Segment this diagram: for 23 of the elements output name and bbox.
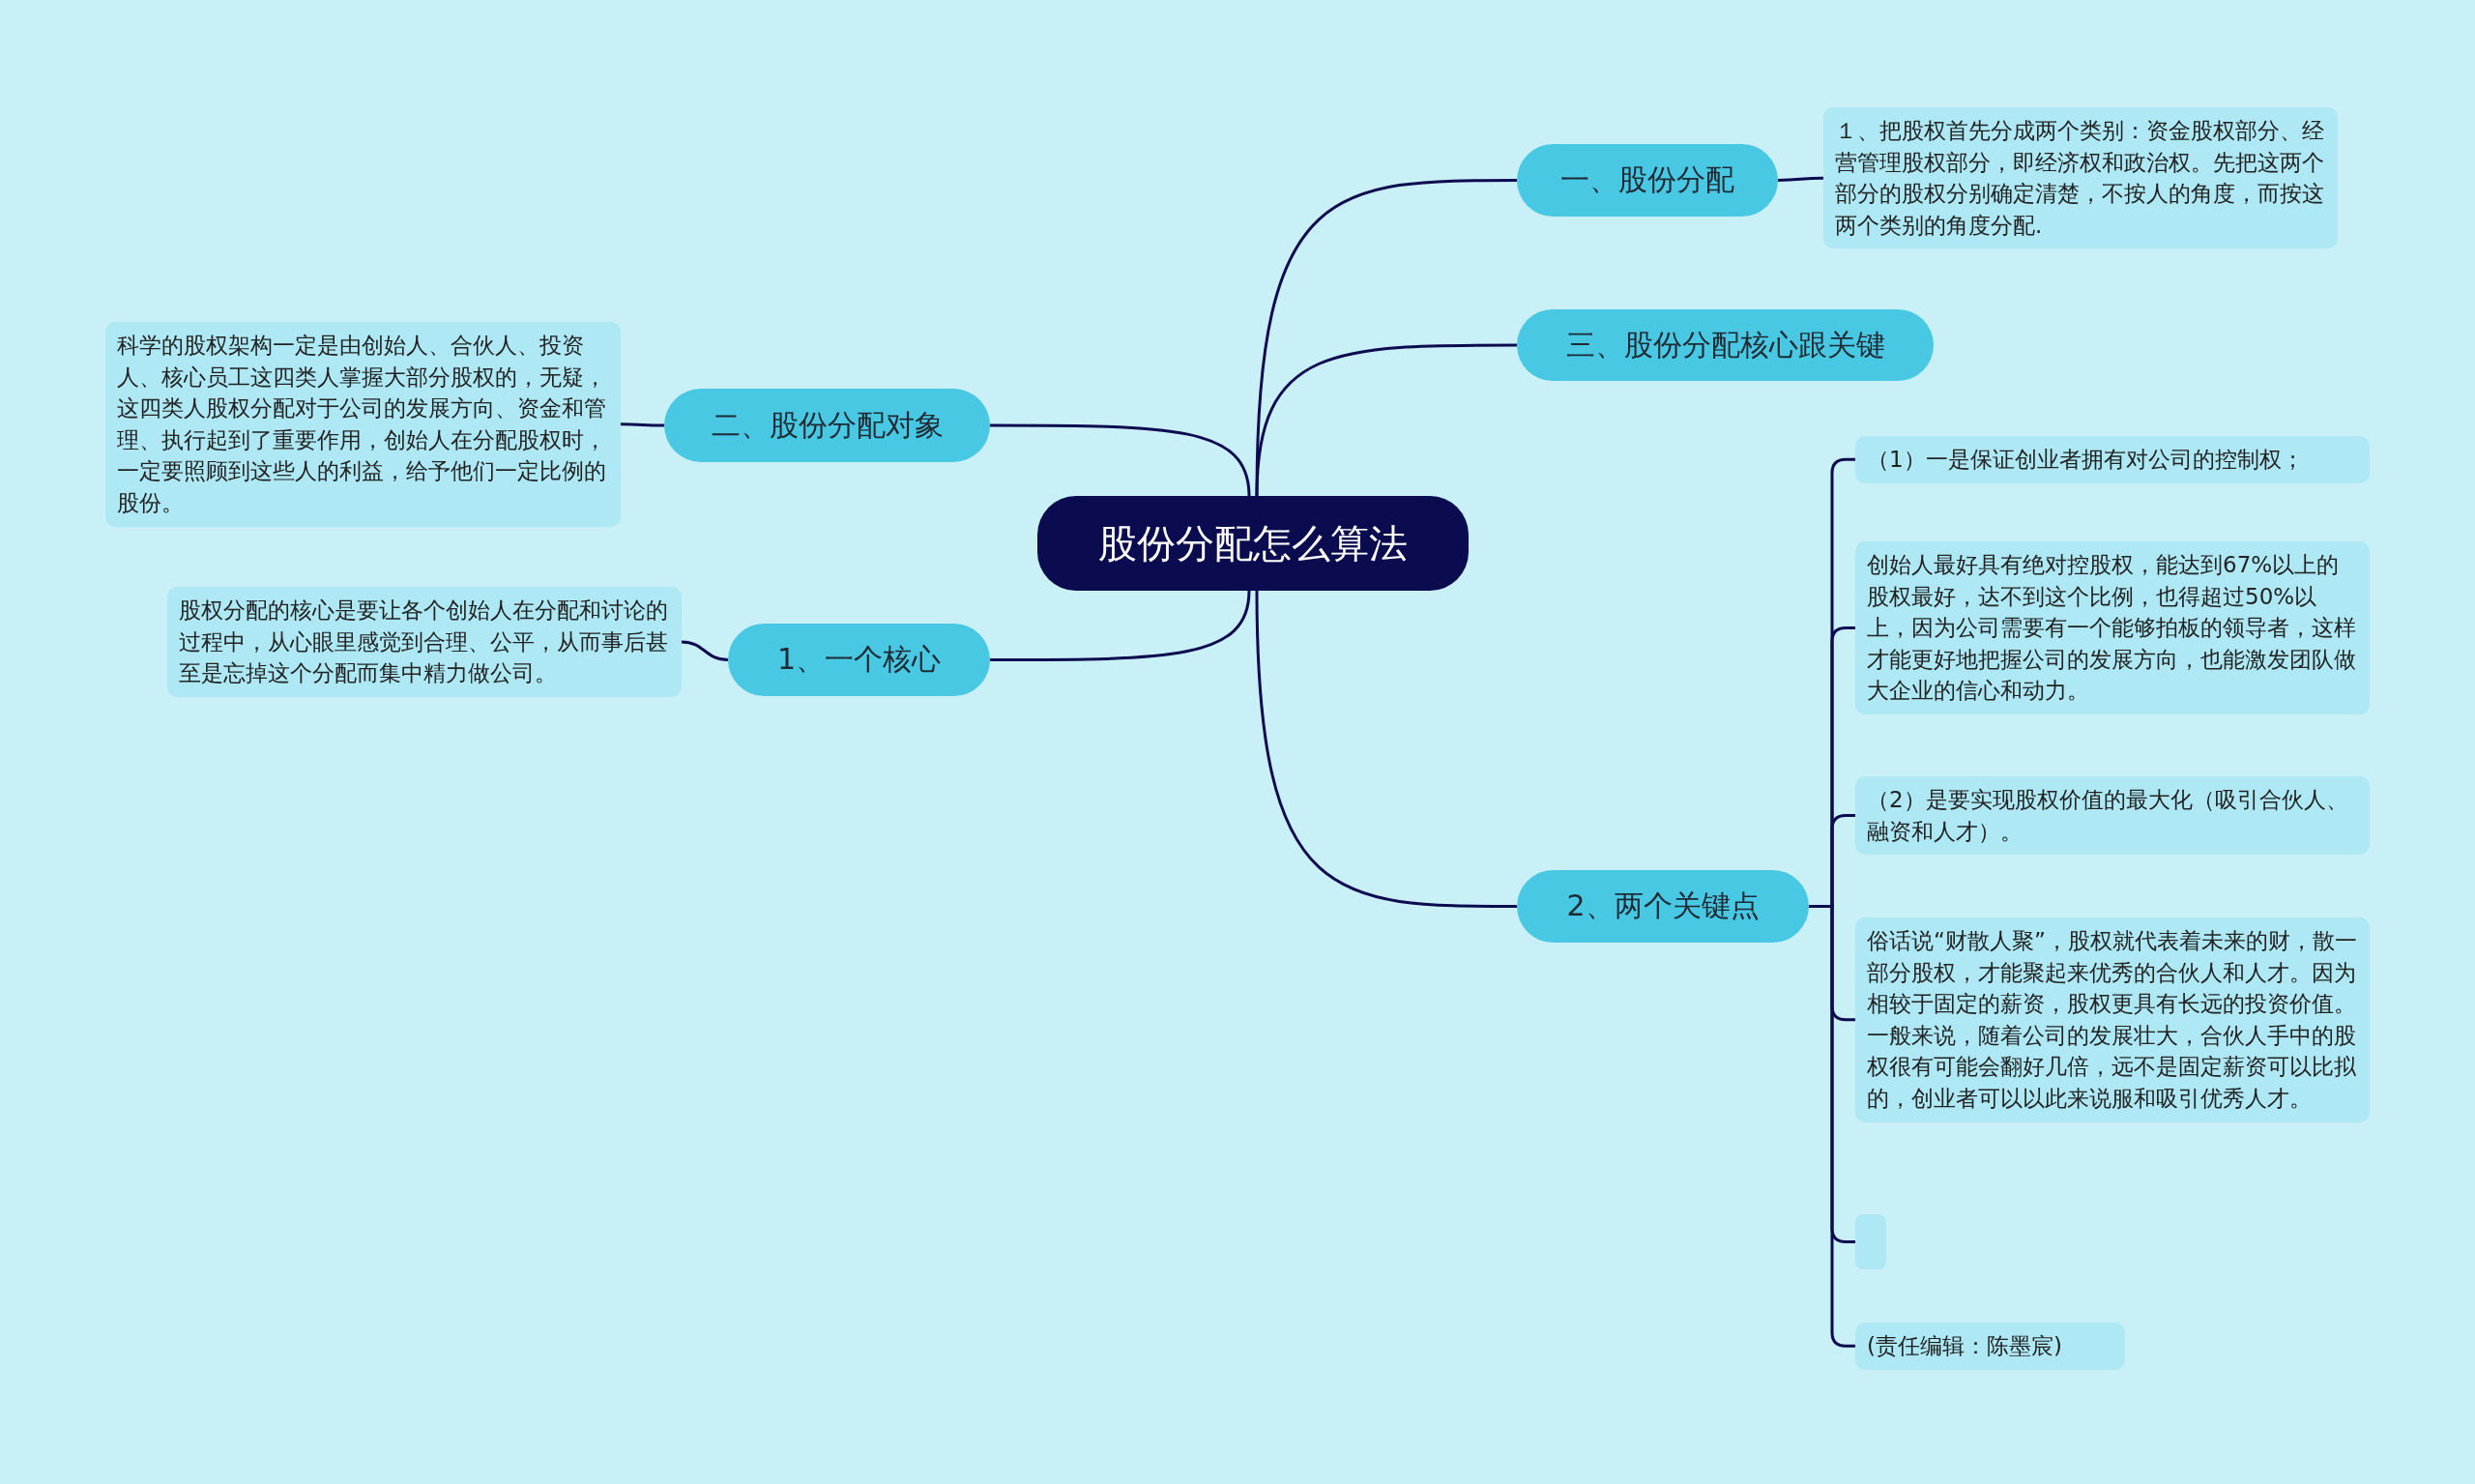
central-topic: 股份分配怎么算法 (1037, 496, 1469, 591)
topic-pill: 1、一个核心 (728, 624, 990, 696)
note-card: 科学的股权架构一定是由创始人、合伙人、投资人、核心员工这四类人掌握大部分股权的，无疑，这四类人股权分配对于公司的发展方向、资金和管理、执行起到了重要作用，创始人在分配股权时，一定要照顾到这些人的利益，给予他们一定比例的股份。 (105, 322, 621, 527)
note-card: 股权分配的核心是要让各个创始人在分配和讨论的过程中，从心眼里感觉到合理、公平，从而事后甚至是忘掉这个分配而集中精力做公司。 (167, 587, 682, 697)
connector-line (681, 640, 729, 661)
connector-line (1255, 590, 1517, 908)
note-card: （1）一是保证创业者拥有对公司的控制权； (1855, 436, 2370, 483)
topic-pill: 2、两个关键点 (1517, 870, 1809, 943)
note-card: (责任编辑：陈墨宸) (1855, 1323, 2125, 1370)
note-card: （2）是要实现股权价值的最大化（吸引合伙人、融资和人才）。 (1855, 776, 2370, 856)
note-card: １、把股权首先分成两个类别：资金股权部分、经营管理股权部分，即经济权和政治权。先把这两个部分的股权分别确定清楚，不按人的角度，而按这两个类别的角度分配. (1823, 107, 2338, 249)
note-card: 创始人最好具有绝对控股权，能达到67%以上的股权最好，达不到这个比例，也得超过50%以上，因为公司需要有一个能够拍板的领导者，这样才能更好地把握公司的发展方向，也能激发团队做大企业的信心和动力。 (1855, 541, 2370, 714)
note-card: 俗话说“财散人聚”，股权就代表着未来的财，散一部分股权，才能聚起来优秀的合伙人和人才。因为相较于固定的薪资，股权更具有长远的投资价值。一般来说，随着公司的发展壮大，合伙人手中的股权很有可能会翻好几倍，远不是固定薪资可以比拟的，创业者可以以此来说服和吸引优秀人才。 (1855, 917, 2370, 1122)
connector-line (1255, 343, 1517, 497)
topic-pill: 三、股份分配核心跟关键 (1517, 309, 1934, 381)
empty-card (1855, 1214, 1886, 1269)
connector-line (1809, 905, 1855, 1348)
topic-pill: 二、股份分配对象 (664, 389, 990, 462)
topic-pill: 一、股份分配 (1517, 144, 1778, 217)
connector-line (621, 422, 664, 427)
connector-line (1778, 176, 1823, 182)
connector-line (990, 590, 1251, 661)
connector-line (990, 423, 1251, 497)
